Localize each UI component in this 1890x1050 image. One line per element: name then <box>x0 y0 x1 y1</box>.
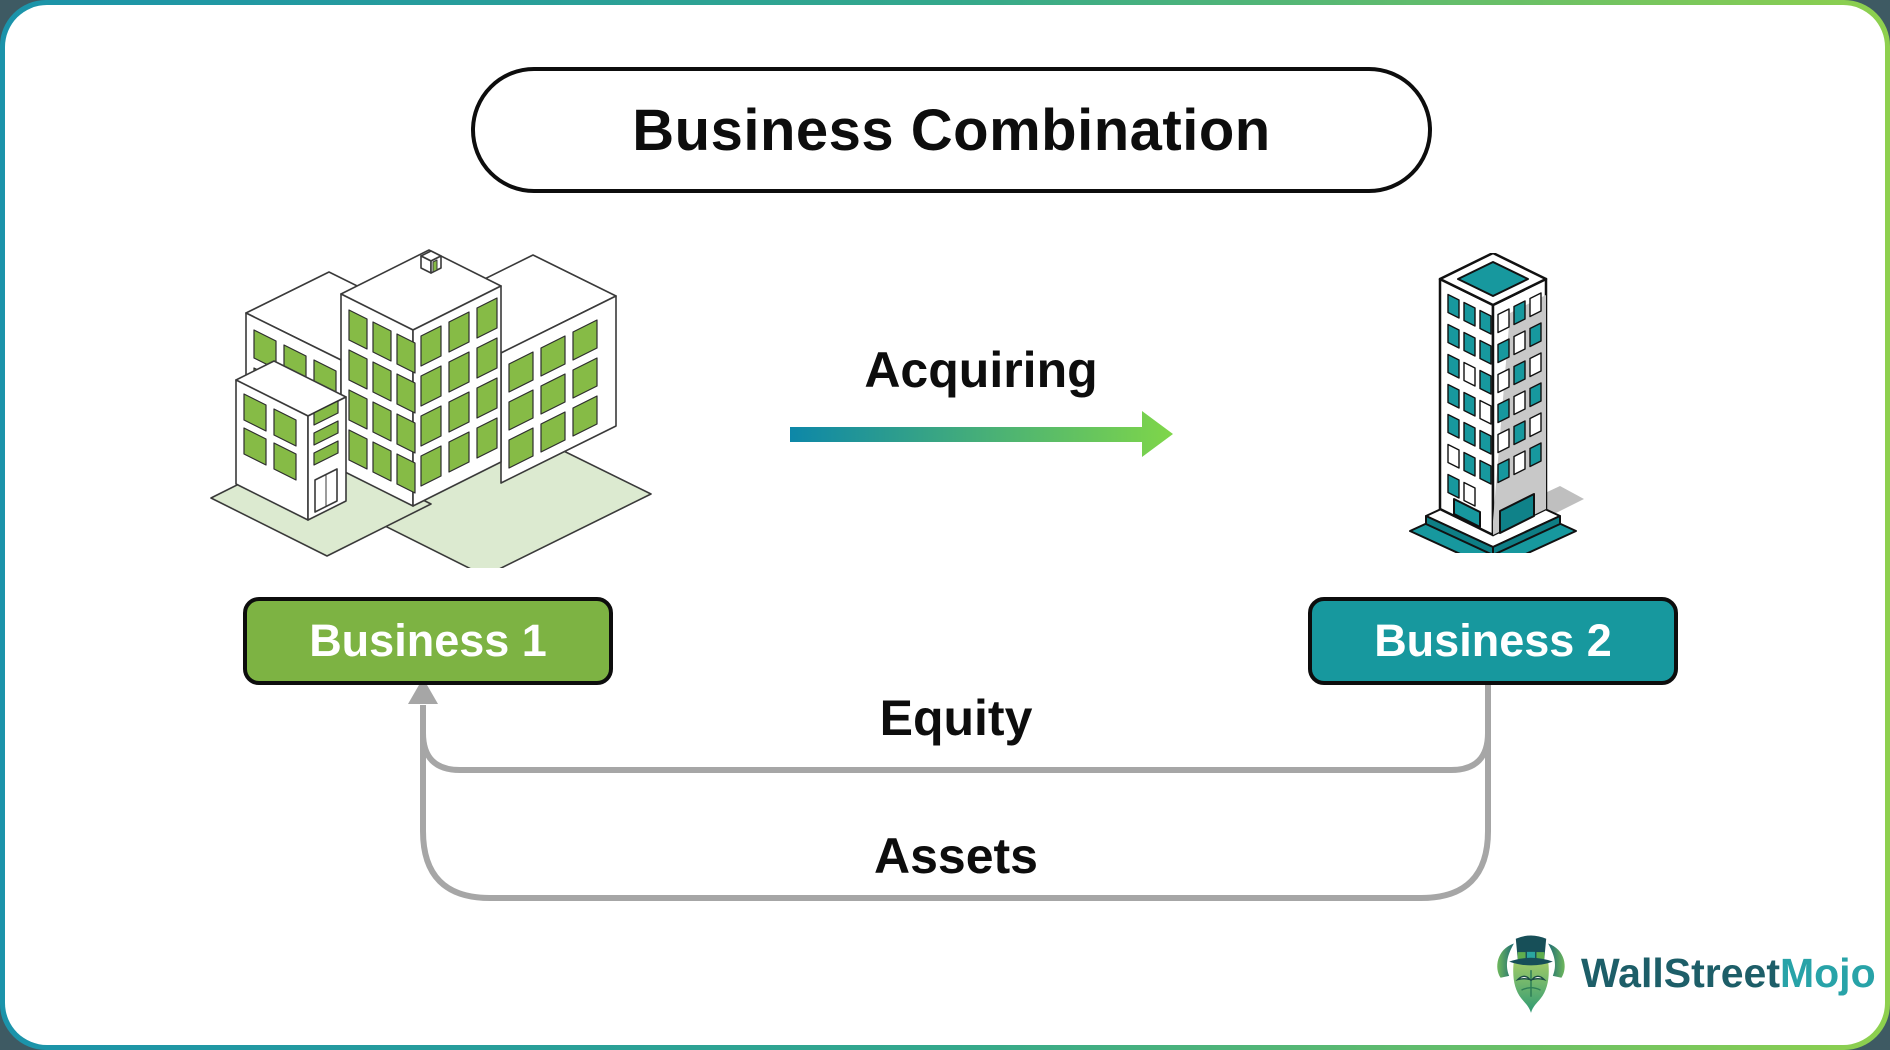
business1-badge: Business 1 <box>243 597 613 685</box>
business1-building-icon <box>210 249 652 568</box>
business2-building-icon <box>1409 253 1584 553</box>
business2-label: Business 2 <box>1374 615 1612 666</box>
diagram-card: Business Combination <box>5 5 1885 1045</box>
equity-assets-connectors <box>408 678 1491 901</box>
acquiring-arrow-icon <box>790 411 1173 457</box>
assets-label: Assets <box>874 828 1038 884</box>
title-pill: Business Combination <box>471 67 1432 193</box>
business1-label: Business 1 <box>309 615 547 666</box>
brand-name: WallStreetMojo <box>1581 950 1876 997</box>
brand-name-left: WallStreet <box>1581 949 1780 996</box>
return-arrowhead-icon <box>408 678 438 704</box>
brand-name-right: Mojo <box>1779 949 1876 996</box>
business2-badge: Business 2 <box>1308 597 1678 685</box>
page-title: Business Combination <box>632 97 1271 163</box>
wallstreetmojo-logo: WallStreetMojo <box>1493 929 1876 1017</box>
bull-mascot-icon <box>1497 935 1565 1013</box>
assets-line <box>420 680 1491 901</box>
acquiring-label: Acquiring <box>864 342 1098 398</box>
equity-label: Equity <box>879 690 1033 746</box>
